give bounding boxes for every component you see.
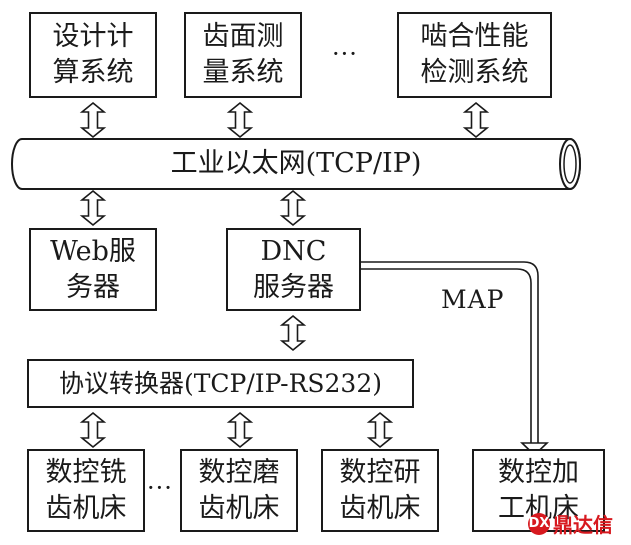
arrow-converter-to-grinding xyxy=(228,412,252,448)
meshing-test-system-box: 啮合性能 检测系统 xyxy=(397,12,552,98)
arrow-converter-to-milling xyxy=(81,412,105,448)
arrow-meshing-to-ethernet xyxy=(464,102,488,138)
cnc-grinding-machine-line1: 数控磨 xyxy=(198,456,280,488)
arrow-ethernet-to-web xyxy=(81,190,105,226)
meshing-test-system-line2: 检测系统 xyxy=(420,57,529,88)
ethernet-label: 工业以太网(TCP/IP) xyxy=(170,148,422,179)
watermark-logo-icon: DX xyxy=(528,512,550,535)
measurement-system-line1: 齿面测 xyxy=(202,21,284,52)
dnc-server-box: DNC 服务器 xyxy=(226,228,361,311)
cnc-lapping-machine-line2: 齿机床 xyxy=(339,492,421,524)
arrow-ethernet-to-dnc xyxy=(281,190,305,226)
protocol-converter-label: 协议转换器(TCP/IP-RS232) xyxy=(59,368,382,398)
protocol-converter-box: 协议转换器(TCP/IP-RS232) xyxy=(27,359,414,408)
design-system-line1: 设计计 xyxy=(52,21,134,52)
meshing-test-system-line1: 啮合性能 xyxy=(420,21,529,52)
watermark: DX 鼎达信 xyxy=(528,509,613,538)
design-system-box: 设计计 算系统 xyxy=(29,12,157,98)
dnc-server-line2: 服务器 xyxy=(253,271,334,303)
ethernet-pipe xyxy=(11,138,581,190)
arrow-converter-to-lapping xyxy=(368,412,392,448)
web-server-line2: 务器 xyxy=(66,271,120,303)
watermark-text: 鼎达信 xyxy=(553,513,613,537)
arrow-measure-to-ethernet xyxy=(228,102,252,138)
cnc-milling-machine-box: 数控铣 齿机床 xyxy=(27,449,145,532)
measurement-system-line2: 量系统 xyxy=(202,57,284,88)
design-system-line2: 算系统 xyxy=(52,57,134,88)
cnc-milling-machine-line2: 齿机床 xyxy=(45,492,127,524)
web-server-box: Web服 务器 xyxy=(29,228,157,311)
cnc-grinding-machine-box: 数控磨 齿机床 xyxy=(180,449,298,532)
cnc-milling-machine-line1: 数控铣 xyxy=(45,456,127,488)
cnc-grinding-machine-line2: 齿机床 xyxy=(198,492,280,524)
web-server-line1: Web服 xyxy=(50,235,136,267)
top-ellipsis: ··· xyxy=(332,40,358,68)
bottom-ellipsis: ··· xyxy=(147,474,173,502)
map-label: MAP xyxy=(441,285,505,314)
arrow-design-to-ethernet xyxy=(81,102,105,138)
cnc-machining-tool-line1: 数控加 xyxy=(498,456,579,488)
measurement-system-box: 齿面测 量系统 xyxy=(184,12,302,98)
arrow-dnc-to-converter xyxy=(281,315,305,351)
cnc-lapping-machine-box: 数控研 齿机床 xyxy=(321,449,439,532)
cnc-lapping-machine-line1: 数控研 xyxy=(339,456,421,488)
dnc-server-line1: DNC xyxy=(260,235,327,267)
